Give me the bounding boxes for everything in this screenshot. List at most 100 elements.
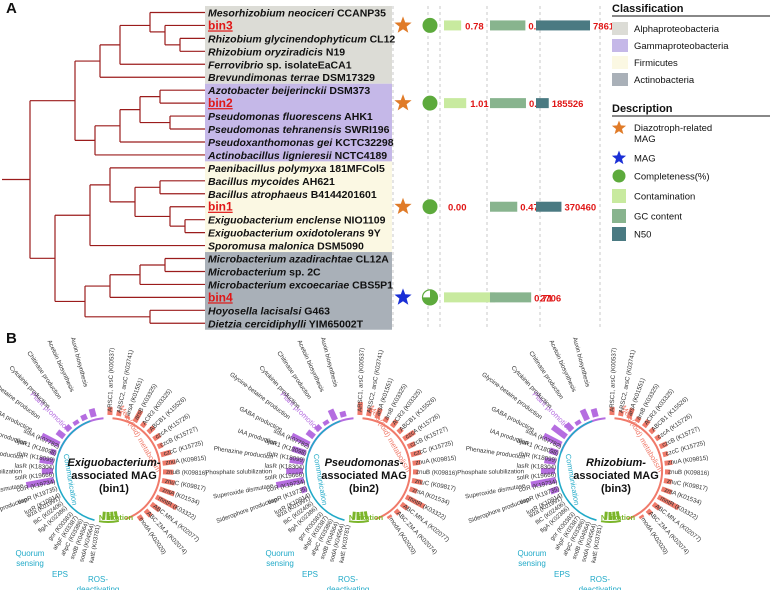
plant-promotion-bar [305,429,316,440]
mag-star-icon [394,94,412,111]
taxon-label: Microbacterium excoecariae CBS5P1 [208,279,393,291]
contamination-bar [444,98,467,109]
metal-gene-bar [663,478,673,485]
quorum-gene-label: solR (K19666) [264,471,304,481]
taxon-label: bin3 [208,18,233,32]
metal-gene-bar [626,407,635,420]
category-label: Quorum [16,549,45,558]
classification-band-gamma [205,83,392,162]
metal-gene-bar [143,508,153,518]
quorum-gene-label: solR (K19666) [14,471,54,481]
plant-promotion-bar [574,419,582,427]
metal-gene-bar [412,459,421,466]
classification-band-actino [205,252,392,330]
taxon-label: Bacillus mycoides AH621 [208,176,335,188]
plant-promotion-bar [339,410,347,418]
classification-label: Firmicutes [634,58,678,69]
metal-gene-label: znuA (K09815) [667,455,708,467]
metal-gene-bar [654,434,662,442]
nitrogen-fixation-bar [604,511,608,520]
metal-gene-bar [374,407,383,420]
species-name: Mesorhizobium neociceri [208,7,335,19]
metal-metabolism-arc [362,417,412,520]
nitrogen-fixation-bar [612,511,616,520]
n50-value: 185526 [552,99,584,110]
plant-promotion-bar [40,432,61,448]
metal-gene-bar [638,514,645,520]
category-label: sensing [518,559,546,568]
category-label: ROS- [338,575,358,584]
quorum-gene-label: lasR (K18304) [14,463,54,472]
n50-bar [536,201,562,212]
metal-gene-bar [162,459,176,466]
taxon-label: Azotobacter beijerinckii DSM373 [207,85,370,97]
metal-gene-bar [656,494,680,511]
metal-gene-bar [399,501,410,511]
metal-gene-label: znuB (K09816) [166,469,208,477]
circle-subtitle: (bin2) [349,483,379,495]
n50-bar [536,98,549,109]
description-label: N50 [634,230,651,241]
plant-function-label: Superoxide dismutase [465,482,527,500]
plant-promotion-bar [327,408,338,422]
metal-gene-bar [139,421,148,429]
taxon-label: Pseudomonas fluorescens AHK1 [208,111,373,123]
taxon-label: bin1 [208,200,233,214]
metal-gene-label: ARSC1, arsC (K00537) [609,348,618,413]
taxon-label: Pseudomonas tehranensis SWRI196 [208,124,390,136]
plant-promotion-bar [72,419,80,427]
n50-value: 370460 [564,203,596,214]
taxon-label: Dietzia cercidiphylli YIM65002T [208,318,364,330]
species-name: Microbacterium azadirachtae [208,254,353,266]
plant-function-label: Phenazine production [213,445,274,461]
strain-name: DSM5090 [314,241,364,253]
plant-promotion-bar [291,445,307,456]
plant-promotion-bar [590,408,599,418]
n50-value: 2706 [540,293,561,304]
taxon-label: Sporomusa malonica DSM5090 [208,241,364,253]
legend-square-icon [612,227,626,241]
species-name: Bacillus atrophaeus [208,189,308,201]
metal-metabolism-arc [112,417,162,520]
nitrogen-fixation-arc [98,519,120,524]
metal-gene-bar [660,486,673,495]
taxon-label: Exiguobacterium oxidotolerans 9Y [208,228,381,240]
category-label: EPS [52,570,68,579]
classification-swatch [612,73,628,86]
nitrogen-fixation-bar [102,511,106,520]
plant-promotion-bar [25,477,55,489]
plant-promotion-bar [549,485,560,495]
description-label: Diazotroph-related [634,123,712,134]
species-name: Hoyosella lacisalsi [208,305,302,317]
mag-star-icon [394,16,412,33]
taxon-label: Microbacterium azadirachtae CL12A [208,254,389,266]
species-name: Rhizobium glycinendophyticum [208,33,367,45]
strain-name: YIM65002T [306,318,364,330]
metal-gene-bar [618,410,624,417]
strain-name: AH621 [300,176,335,188]
legend-square-icon [612,189,626,203]
nitrogen-fixation-bar [363,511,369,520]
metal-gene-bar [634,416,642,424]
quorum-gene-label: lasR (K18304) [264,463,304,472]
strain-name: CL12 [367,33,396,45]
metal-gene-bar [149,501,162,513]
species-name: Pseudomonas tehranensis [208,124,342,136]
metal-gene-bar [366,407,373,417]
metal-gene-bar [662,450,669,458]
classification-label: Actinobacteria [634,75,695,86]
quorum-gene-label: lasR (K18304) [516,463,556,472]
completeness-wedge [422,289,438,305]
metal-metabolism-arc [614,417,664,520]
plant-promotion-bar [542,432,563,448]
plant-promotion-bar [314,423,323,433]
communication-arc [557,420,597,521]
strain-name: KCTC32298 [332,137,393,149]
category-label: deactivating [327,585,370,590]
circle-title: associated MAG [321,470,407,482]
strain-name: CBS5P1 [349,279,393,291]
plant-promotion-bar [88,408,97,418]
metal-gene-bar [158,486,176,497]
plant-promotion-bar [275,477,305,489]
